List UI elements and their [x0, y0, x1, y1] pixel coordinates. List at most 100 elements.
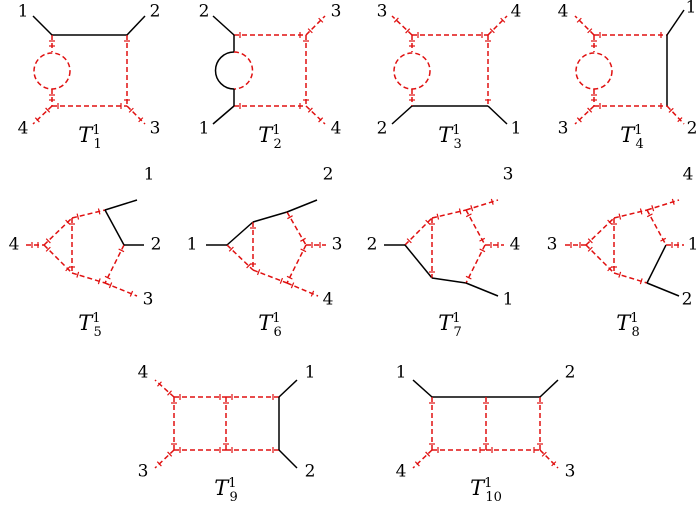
propagator-tick [108, 282, 113, 289]
propagator-tick [490, 198, 494, 205]
propagator-tick [479, 248, 486, 253]
external-leg-label: 1 [305, 363, 316, 383]
massless-propagator [226, 244, 254, 271]
massive-propagator [412, 379, 433, 398]
propagator-tick [279, 277, 284, 284]
massive-propagator [431, 277, 467, 284]
external-leg-label: 3 [332, 235, 343, 255]
external-leg-label: 1 [18, 2, 29, 22]
massless-propagator [305, 105, 326, 125]
propagator-tick [290, 282, 295, 289]
external-leg-label: 1 [144, 165, 155, 185]
propagator-tick [587, 28, 593, 34]
topology-sub: 4 [636, 137, 644, 152]
topology-sup: 1 [452, 123, 460, 138]
massless-propagator [574, 15, 595, 36]
external-leg-label: 4 [510, 235, 521, 255]
massless-propagator [465, 199, 499, 211]
topology-sub: 5 [94, 325, 102, 340]
external-leg-label: 1 [686, 0, 697, 18]
propagator-tick [587, 107, 593, 113]
propagator-tick [228, 246, 234, 252]
massless-propagator [574, 105, 595, 125]
massless-propagator [539, 449, 559, 469]
propagator-tick [97, 278, 101, 285]
propagator-tick [167, 390, 172, 396]
massless-propagator [412, 449, 433, 469]
massive-propagator [539, 379, 559, 398]
massive-propagator [212, 15, 235, 36]
propagator-tick [587, 246, 593, 252]
massive-propagator [104, 199, 138, 211]
propagator-tick [300, 248, 307, 253]
massless-propagator [286, 282, 319, 297]
massive-propagator [32, 15, 53, 36]
propagator-tick [128, 107, 134, 113]
topology-sup: 1 [630, 311, 638, 326]
external-leg-label: 2 [150, 2, 161, 22]
propagator-tick [256, 269, 261, 276]
external-leg-label: 4 [9, 235, 20, 255]
massless-propagator [465, 209, 486, 246]
external-leg-label: 2 [367, 235, 378, 255]
propagator-tick [458, 208, 462, 215]
massless-propagator [154, 379, 175, 398]
propagator-tick [668, 107, 674, 113]
propagator-tick [479, 237, 486, 242]
propagator-tick [425, 451, 431, 457]
massive-propagator [278, 449, 298, 469]
propagator-tick [551, 461, 557, 467]
propagator-tick [34, 117, 40, 123]
external-leg-label: 4 [18, 119, 29, 139]
topology-sup: 1 [272, 311, 280, 326]
external-leg-label: 2 [151, 235, 162, 255]
propagator-tick [393, 17, 399, 23]
external-leg-label: 3 [503, 165, 514, 185]
massive-propagator [226, 221, 254, 246]
external-leg-label: 3 [377, 2, 388, 22]
external-leg-label: 4 [511, 2, 522, 22]
topology-sup: 1 [452, 311, 460, 326]
external-leg-label: 2 [687, 119, 698, 139]
propagator-tick [287, 215, 293, 220]
external-leg-label: 1 [688, 235, 699, 255]
topology-sub: 8 [632, 325, 640, 340]
propagator-tick [76, 213, 80, 220]
propagator-tick [677, 117, 683, 123]
external-leg-label: 3 [138, 462, 149, 482]
external-leg-label: 2 [377, 119, 388, 139]
external-leg-label: 4 [323, 290, 334, 310]
propagator-tick [639, 278, 643, 285]
propagator-tick [307, 107, 313, 113]
bubble-loop [575, 52, 613, 90]
propagator-tick [541, 451, 547, 457]
propagator-tick [104, 275, 111, 280]
propagator-tick [286, 275, 293, 280]
topology-sub: 7 [454, 325, 462, 340]
external-leg-label: 4 [683, 165, 694, 185]
propagator-tick [587, 238, 593, 244]
propagator-tick [405, 28, 411, 34]
propagator-tick [671, 198, 675, 205]
propagator-tick [639, 208, 643, 215]
massless-propagator [666, 105, 685, 125]
massless-propagator [431, 209, 467, 219]
topology-sub: 1 [94, 137, 102, 152]
propagator-tick [129, 290, 134, 297]
topology-sup: 1 [92, 123, 100, 138]
massive-arc [214, 51, 235, 90]
massless-propagator [305, 15, 326, 36]
massive-propagator [252, 211, 288, 223]
